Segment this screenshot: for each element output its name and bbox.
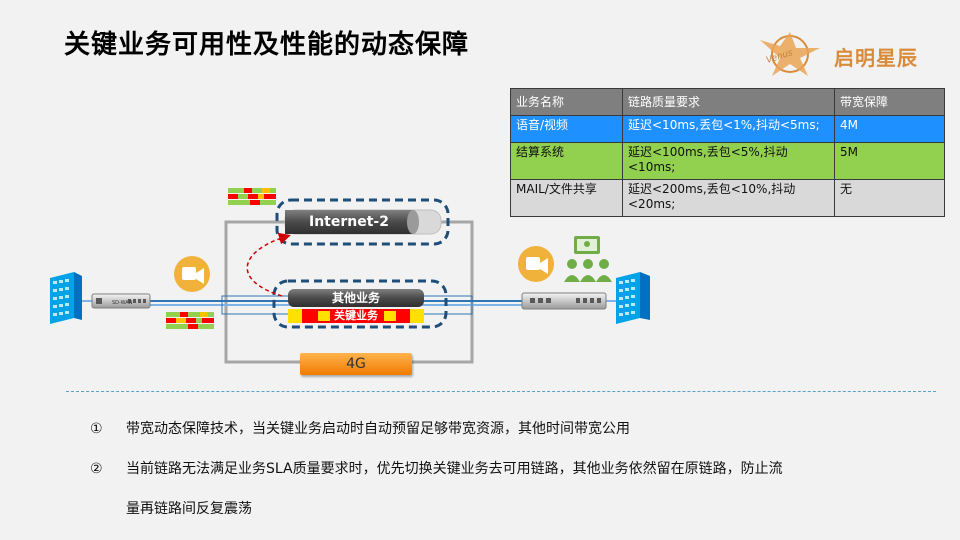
table-header-cell: 带宽保障: [834, 88, 945, 116]
lte-link-label: 4G: [300, 353, 412, 375]
slide-title: 关键业务可用性及性能的动态保障: [64, 30, 470, 60]
traffic-flag-bottom: [166, 312, 214, 329]
logo-text: 启明星辰: [834, 46, 918, 70]
traffic-flag-top: [228, 188, 276, 205]
primary-pipe: [272, 279, 448, 329]
other-traffic-label: 其他业务: [331, 291, 380, 305]
internet-link-label: Internet-2: [309, 214, 389, 230]
video-camera-icon: [174, 256, 210, 292]
bandwidth-cell: 4M: [834, 115, 945, 143]
note-item: 量再链路间反复震荡: [90, 498, 252, 518]
requirement-cell: 延迟<10ms,丢包<1%,抖动<5ms;: [622, 115, 835, 143]
table-header-row: 业务名称 链路质量要求 带宽保障: [510, 88, 945, 116]
section-divider: [66, 391, 936, 392]
service-name-cell: MAIL/文件共享: [510, 179, 623, 217]
note-text: 当前链路无法满足业务SLA质量要求时，优先切换关键业务去可用链路，其他业务依然留…: [126, 461, 783, 477]
critical-traffic-label: 关键业务: [334, 309, 378, 322]
internet-pipe: [275, 198, 450, 246]
note-number: ②: [90, 461, 103, 477]
hq-building-icon: [616, 272, 650, 324]
video-camera-icon: [518, 246, 554, 282]
note-item: ① 带宽动态保障技术，当关键业务启动时自动预留足够带宽资源，其他时间带宽公用: [90, 418, 630, 438]
note-text: 量再链路间反复震荡: [126, 501, 252, 517]
sla-table: 业务名称 链路质量要求 带宽保障 语音/视频 延迟<10ms,丢包<1%,抖动<…: [510, 88, 945, 217]
company-logo: Venus 启明星辰: [750, 30, 920, 80]
switch-arrow: [246, 232, 291, 297]
service-name-cell: 语音/视频: [510, 115, 623, 143]
note-item: ② 当前链路无法满足业务SLA质量要求时，优先切换关键业务去可用链路，其他业务依然…: [90, 458, 783, 478]
note-text: 带宽动态保障技术，当关键业务启动时自动预留足够带宽资源，其他时间带宽公用: [126, 421, 630, 437]
service-name-cell: 结算系统: [510, 142, 623, 180]
branch-building-icon: [50, 272, 82, 324]
table-header-cell: 链路质量要求: [622, 88, 835, 116]
gateway-device-icon: [521, 292, 607, 310]
table-row: MAIL/文件共享 延迟<200ms,丢包<10%,抖动<20ms; 无: [510, 179, 945, 217]
sdwan-device-icon: [91, 293, 151, 309]
video-conference-icon: [564, 236, 612, 282]
bandwidth-cell: 无: [834, 179, 945, 217]
star-logo-icon: [760, 32, 820, 76]
requirement-cell: 延迟<200ms,丢包<10%,抖动<20ms;: [622, 179, 835, 217]
note-number: ①: [90, 421, 103, 437]
bandwidth-cell: 5M: [834, 142, 945, 180]
sdwan-device-label: SD-WAN: [112, 300, 133, 306]
table-row: 语音/视频 延迟<10ms,丢包<1%,抖动<5ms; 4M: [510, 115, 945, 143]
network-diagram: SD-WAN Internet-2 其他业务 关键业务 4G: [50, 188, 650, 375]
